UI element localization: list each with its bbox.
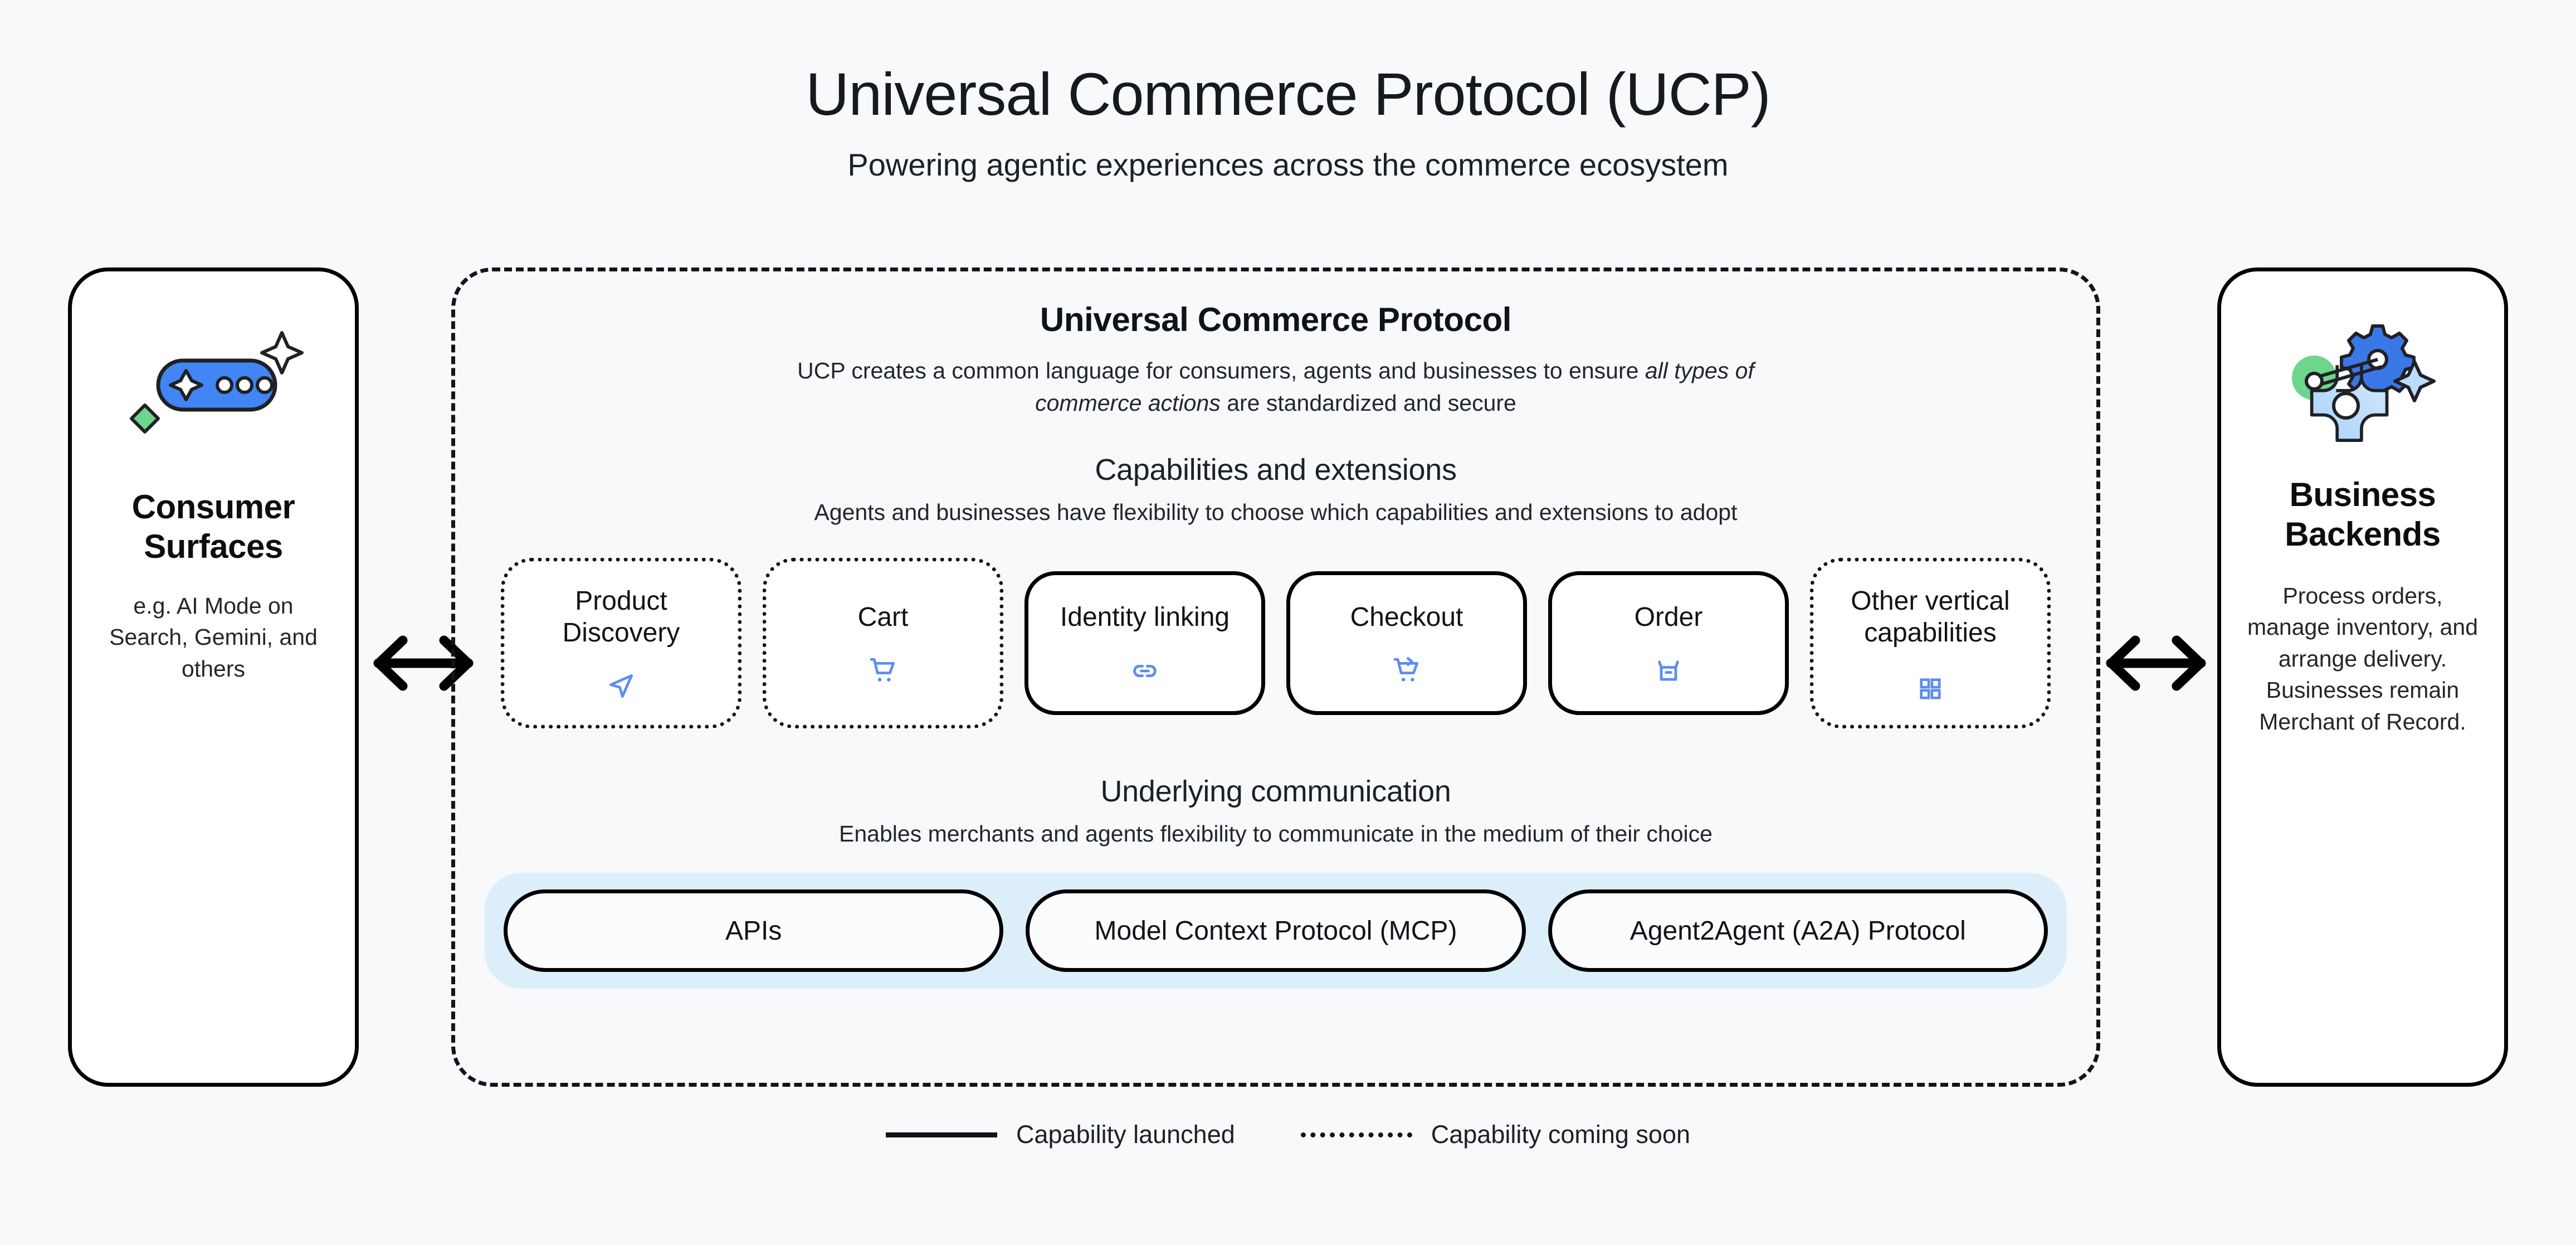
capability-label: Cart [857,602,909,632]
capabilities-heading: Capabilities and extensions [1095,453,1457,487]
protocol-strip: APIs Model Context Protocol (MCP) Agent2… [485,873,2067,989]
capability-card-checkout[interactable]: Checkout [1286,571,1527,716]
capability-card-product-discovery[interactable]: Product Discovery [501,558,741,729]
protocol-pill-apis[interactable]: APIs [504,889,1004,972]
capabilities-subtext: Agents and businesses have flexibility t… [814,499,1738,526]
page-title: Universal Commerce Protocol (UCP) [806,60,1770,128]
panel-description: Process orders, manage inventory, and ar… [2247,582,2479,735]
panel-description: e.g. AI Mode on Search, Gemini, and othe… [109,592,318,682]
ucp-heading: Universal Commerce Protocol [1040,301,1512,338]
shopping-cart-icon [867,633,899,685]
package-box-icon [1654,633,1683,685]
capability-card-row: Product Discovery Cart [455,526,2096,729]
protocol-pill-a2a[interactable]: Agent2Agent (A2A) Protocol [1548,889,2048,972]
bidirectional-arrow-icon [2100,624,2212,702]
capability-card-cart[interactable]: Cart [763,558,1003,729]
link-icon [1130,633,1159,685]
capability-label: Checkout [1350,602,1463,632]
ucp-description: UCP creates a common language for consum… [741,339,1811,419]
diagram-stage: Consumer Surfaces e.g. AI Mode on Search… [0,268,2576,1103]
ai-chat-pill-sparkle-icon [96,304,330,465]
communication-heading: Underlying communication [1100,775,1451,809]
page-subtitle: Powering agentic experiences across the … [847,147,1729,182]
capabilities-section: Capabilities and extensions Agents and b… [455,419,2096,729]
capability-label: Other vertical capabilities [1851,586,2010,648]
ucp-description-part1: UCP creates a common language for consum… [797,358,1645,383]
panel-title: Consumer Surfaces [131,488,295,565]
communication-section: Underlying communication Enables merchan… [455,728,2096,989]
legend-label: Capability coming soon [1431,1120,1690,1149]
dotted-line-swatch [1300,1132,1412,1137]
business-backends-panel[interactable]: Business Backends Process orders, manage… [2217,268,2508,1087]
cart-checkout-icon [1391,633,1422,685]
legend-item-launched: Capability launched [885,1120,1235,1149]
gears-sparkle-icon [2246,304,2480,465]
capability-card-other-vertical-capabilities[interactable]: Other vertical capabilities [1810,558,2051,729]
navigation-arrow-icon [606,649,637,702]
capability-card-identity-linking[interactable]: Identity linking [1024,571,1265,716]
legend-item-coming-soon: Capability coming soon [1300,1120,1690,1149]
consumer-surfaces-panel[interactable]: Consumer Surfaces e.g. AI Mode on Search… [68,268,359,1087]
legend-label: Capability launched [1016,1120,1235,1149]
protocol-pill-mcp[interactable]: Model Context Protocol (MCP) [1026,889,1526,972]
grid-squares-icon [1918,649,1943,702]
solid-line-swatch [885,1132,997,1137]
ucp-panel: Universal Commerce Protocol UCP creates … [451,268,2100,1087]
capability-label: Order [1634,602,1703,632]
capability-label: Identity linking [1060,602,1230,632]
legend: Capability launched Capability coming so… [0,1120,2576,1149]
ucp-description-part2: are standardized and secure [1220,390,1516,416]
communication-subtext: Enables merchants and agents flexibility… [839,821,1713,847]
ucp-description-emphasis: all types of commerce actions [1035,358,1754,416]
capability-label: Product Discovery [562,586,680,648]
page-header: Universal Commerce Protocol (UCP) Poweri… [0,0,2576,183]
capability-card-order[interactable]: Order [1548,571,1789,716]
panel-title: Business Backends [2285,476,2441,553]
